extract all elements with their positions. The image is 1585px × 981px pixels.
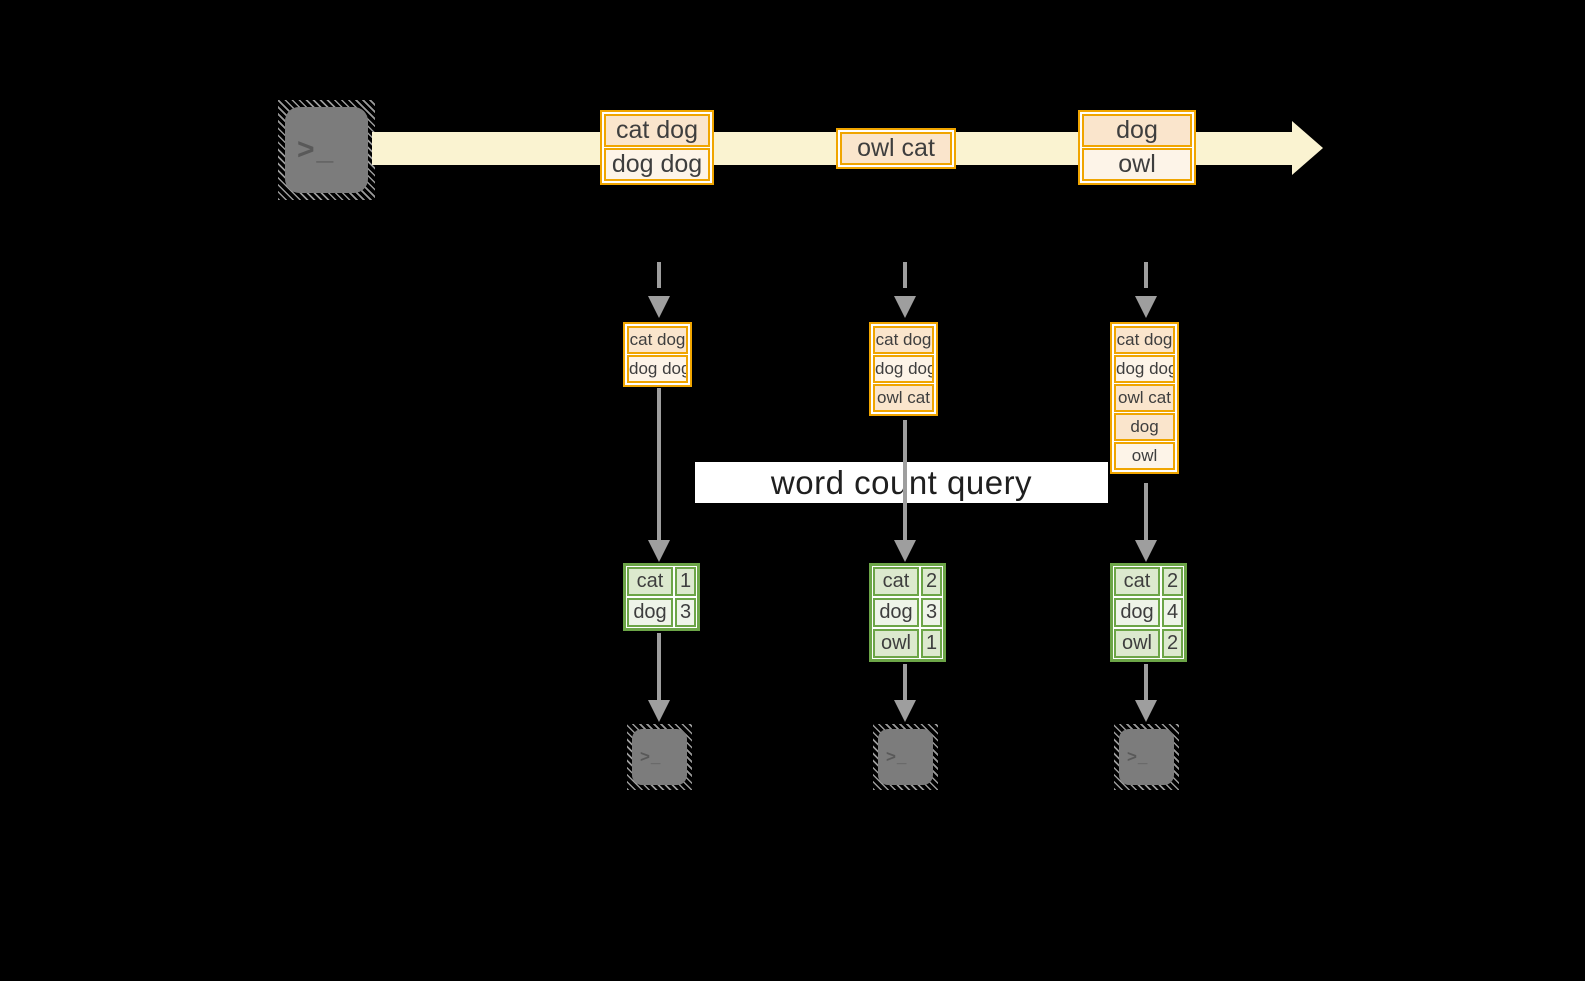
source-terminal-icon: >_ [278,100,375,200]
worker-1-counts-table: cat 1 dog 3 [623,563,700,631]
word-cell: dog [627,598,673,627]
stream-arrowhead-icon [1292,121,1323,175]
terminal-prompt-glyph: >_ [1127,747,1149,766]
count-row: dog 4 [1113,597,1184,628]
count-cell: 1 [921,629,942,658]
down-arrowhead-icon [894,296,916,318]
count-row: owl 2 [1113,628,1184,659]
word-cell: cat [627,567,673,596]
word-cell: dog [1114,598,1160,627]
stream-batch-3: dog owl [1078,110,1196,185]
query-arrow [657,388,661,540]
stream-batch-2: owl cat [836,128,956,169]
dashed-down-arrow [657,262,661,288]
terminal-screen: >_ [285,107,368,193]
output-arrow [903,664,907,700]
worker-3-buffer: cat dog dog dog owl cat dog owl [1110,322,1179,474]
buffered-sentence: dog dog [873,355,934,383]
buffered-sentence: cat dog [627,326,688,354]
sentence-box: owl cat [840,132,952,165]
worker-2-buffer: cat dog dog dog owl cat [869,322,938,416]
count-cell: 2 [921,567,942,596]
down-arrowhead-icon [1135,296,1157,318]
terminal-screen: >_ [878,729,933,785]
count-row: cat 1 [626,566,697,597]
count-cell: 4 [1162,598,1183,627]
down-arrowhead-icon [1135,700,1157,722]
dashed-down-arrow [1144,262,1148,288]
buffered-sentence: dog dog [1114,355,1175,383]
count-row: cat 2 [1113,566,1184,597]
buffered-sentence: owl cat [1114,384,1175,412]
output-arrow [1144,664,1148,700]
buffered-sentence: dog [1114,413,1175,441]
count-cell: 1 [675,567,696,596]
dashed-down-arrow [903,262,907,288]
sentence-box: owl [1082,148,1192,181]
buffered-sentence: cat dog [873,326,934,354]
count-row: dog 3 [872,597,943,628]
word-cell: owl [873,629,919,658]
word-cell: cat [873,567,919,596]
sentence-box: dog [1082,114,1192,147]
down-arrowhead-icon [894,700,916,722]
worker-3-counts-table: cat 2 dog 4 owl 2 [1110,563,1187,662]
count-cell: 2 [1162,567,1183,596]
count-cell: 3 [921,598,942,627]
buffered-sentence: cat dog [1114,326,1175,354]
query-arrow [1144,483,1148,540]
down-arrowhead-icon [648,540,670,562]
down-arrowhead-icon [648,296,670,318]
down-arrowhead-icon [894,540,916,562]
query-arrow [903,420,907,540]
word-cell: cat [1114,567,1160,596]
buffered-sentence: owl cat [873,384,934,412]
count-cell: 2 [1162,629,1183,658]
terminal-prompt-glyph: >_ [640,747,662,766]
buffered-sentence: dog dog [627,355,688,383]
sink-terminal-icon: >_ [1114,724,1179,790]
terminal-prompt-glyph: >_ [886,747,908,766]
worker-1-buffer: cat dog dog dog [623,322,692,387]
buffered-sentence: owl [1114,442,1175,470]
worker-2-counts-table: cat 2 dog 3 owl 1 [869,563,946,662]
word-cell: owl [1114,629,1160,658]
sink-terminal-icon: >_ [627,724,692,790]
terminal-prompt-glyph: >_ [297,133,336,166]
sentence-box: dog dog [604,148,710,181]
terminal-screen: >_ [632,729,687,785]
sentence-box: cat dog [604,114,710,147]
count-cell: 3 [675,598,696,627]
sink-terminal-icon: >_ [873,724,938,790]
count-row: cat 2 [872,566,943,597]
down-arrowhead-icon [648,700,670,722]
count-row: dog 3 [626,597,697,628]
count-row: owl 1 [872,628,943,659]
terminal-screen: >_ [1119,729,1174,785]
down-arrowhead-icon [1135,540,1157,562]
query-banner: word count query [695,462,1108,503]
word-cell: dog [873,598,919,627]
stream-batch-1: cat dog dog dog [600,110,714,185]
output-arrow [657,633,661,700]
query-banner-label: word count query [770,463,1033,501]
